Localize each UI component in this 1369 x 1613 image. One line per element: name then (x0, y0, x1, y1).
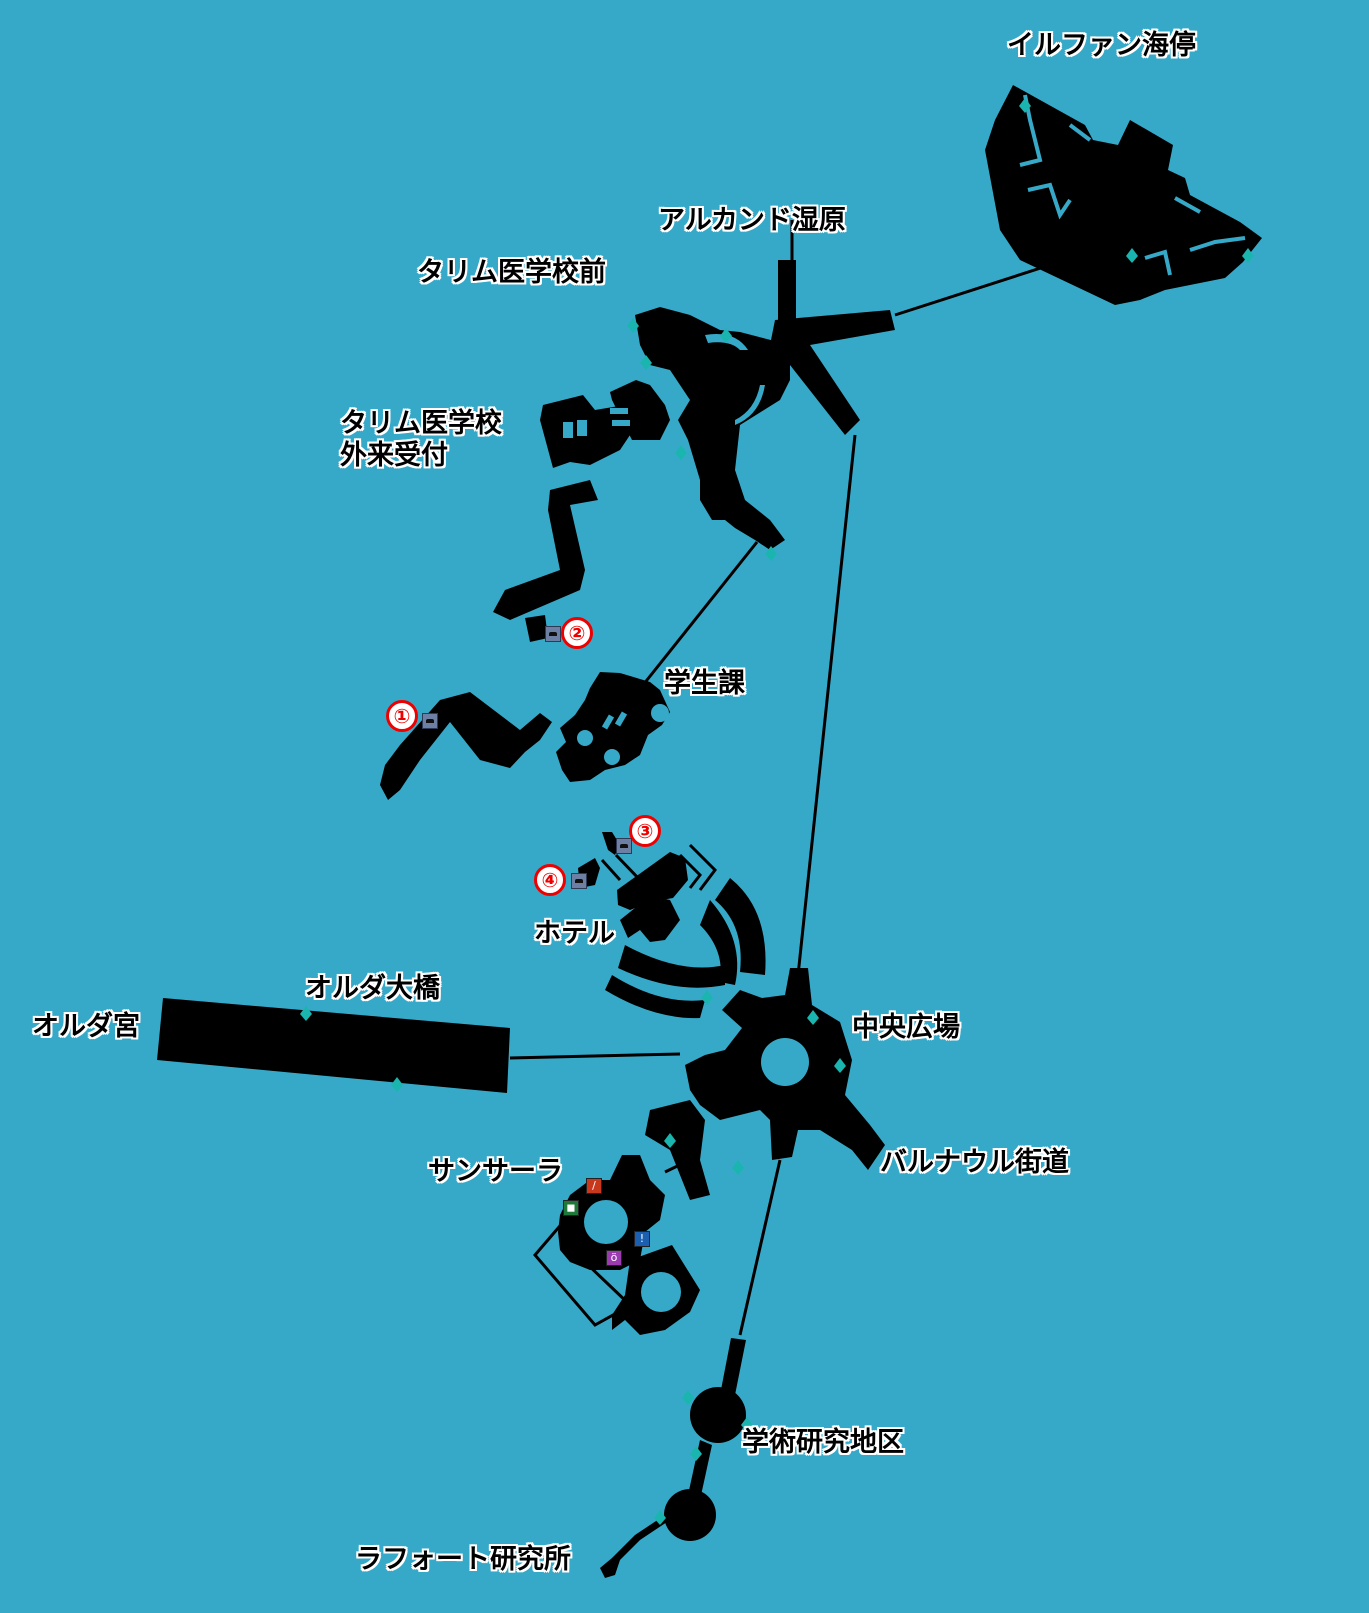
treasure-number-4: ④ (534, 864, 566, 896)
location-orda-bridge[interactable]: オルダ大橋 (305, 973, 440, 1004)
item-shop-icon[interactable]: ! (634, 1231, 650, 1247)
weapon-shop-icon[interactable]: / (586, 1178, 602, 1194)
area-talim-front (493, 260, 895, 642)
treasure-chest-icon[interactable] (571, 873, 587, 889)
accessory-shop-icon[interactable]: ö (606, 1250, 622, 1266)
treasure-chest-icon[interactable] (422, 713, 438, 729)
area-orda-bridge (157, 998, 510, 1093)
treasure-chest-icon[interactable] (545, 626, 561, 642)
location-hotel[interactable]: ホテル (534, 918, 615, 949)
location-research-district[interactable]: 学術研究地区 (742, 1427, 904, 1458)
area-research-district (600, 1338, 746, 1578)
location-ilfan-port[interactable]: イルファン海停 (1007, 30, 1196, 61)
treasure-number-1: ① (386, 700, 418, 732)
location-talim-school-front[interactable]: タリム医学校前 (417, 257, 606, 288)
route-lines (509, 220, 1051, 1336)
location-barnaul-road[interactable]: バルナウル街道 (880, 1147, 1069, 1178)
location-central-plaza[interactable]: 中央広場 (852, 1012, 960, 1043)
location-talim-reception-line1[interactable]: タリム医学校 (340, 408, 502, 439)
location-samsara[interactable]: サンサーラ (428, 1156, 563, 1187)
location-arkand-marsh[interactable]: アルカンド湿原 (658, 205, 846, 236)
location-talim-reception-line2[interactable]: 外来受付 (340, 440, 448, 471)
treasure-number-2: ② (561, 617, 593, 649)
area-student-affairs (380, 672, 670, 800)
location-laforte-lab[interactable]: ラフォート研究所 (355, 1544, 571, 1575)
area-hotel (578, 832, 766, 1019)
treasure-chest-icon[interactable] (616, 838, 632, 854)
armor-shop-icon[interactable]: ◼ (563, 1200, 579, 1216)
location-orda-palace[interactable]: オルダ宮 (32, 1011, 140, 1042)
location-student-affairs[interactable]: 学生課 (664, 668, 745, 699)
treasure-number-3: ③ (629, 815, 661, 847)
